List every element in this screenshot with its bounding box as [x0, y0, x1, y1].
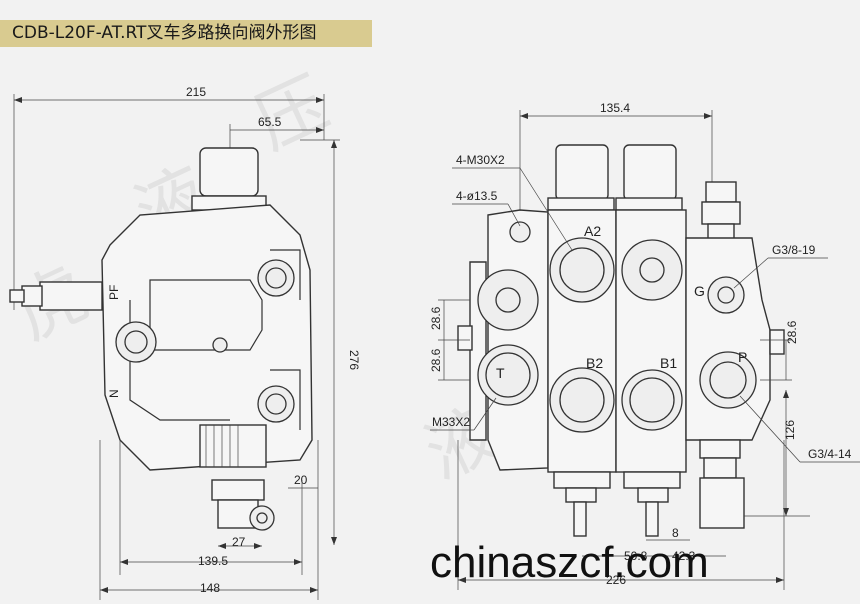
dim-139-5: 139.5 — [198, 554, 228, 568]
port-a2: A2 — [584, 223, 601, 239]
port-b2: B2 — [586, 355, 603, 371]
callout-g34: G3/4-14 — [808, 447, 852, 461]
dim-28-6-b: 28.6 — [429, 348, 443, 372]
dim-50-8: 50.8 — [624, 549, 648, 563]
callout-m33x2: M33X2 — [432, 415, 470, 429]
drawing-title: CDB-L20F-AT.RT叉车多路换向阀外形图 — [0, 20, 372, 47]
port-t: T — [496, 365, 505, 381]
port-b1: B1 — [660, 355, 677, 371]
left-view: 215 65.5 276 — [9, 85, 361, 600]
label-n: N — [107, 389, 121, 398]
dim-215: 215 — [186, 85, 206, 99]
dim-42-3: 42.3 — [672, 549, 696, 563]
dim-28-6-a: 28.6 — [429, 306, 443, 330]
dim-135-4: 135.4 — [600, 101, 630, 115]
port-p: P — [738, 349, 747, 365]
callout-m30x2: 4-M30X2 — [456, 153, 505, 167]
dim-148: 148 — [200, 581, 220, 595]
dim-28-6-c: 28.6 — [785, 320, 799, 344]
dim-27: 27 — [232, 535, 246, 549]
dim-226: 226 — [606, 573, 626, 587]
dim-126: 126 — [783, 420, 797, 440]
callout-g38: G3/8-19 — [772, 243, 816, 257]
dim-276: 276 — [347, 350, 361, 370]
watermark-text: chinaszcf.com — [430, 538, 709, 587]
dim-65-5: 65.5 — [258, 115, 282, 129]
callout-holes: 4-ø13.5 — [456, 189, 498, 203]
right-view: 135.4 — [429, 101, 860, 590]
dim-8: 8 — [672, 526, 679, 540]
label-pf: PF — [107, 285, 121, 300]
dim-20: 20 — [294, 473, 308, 487]
port-g: G — [694, 283, 705, 299]
